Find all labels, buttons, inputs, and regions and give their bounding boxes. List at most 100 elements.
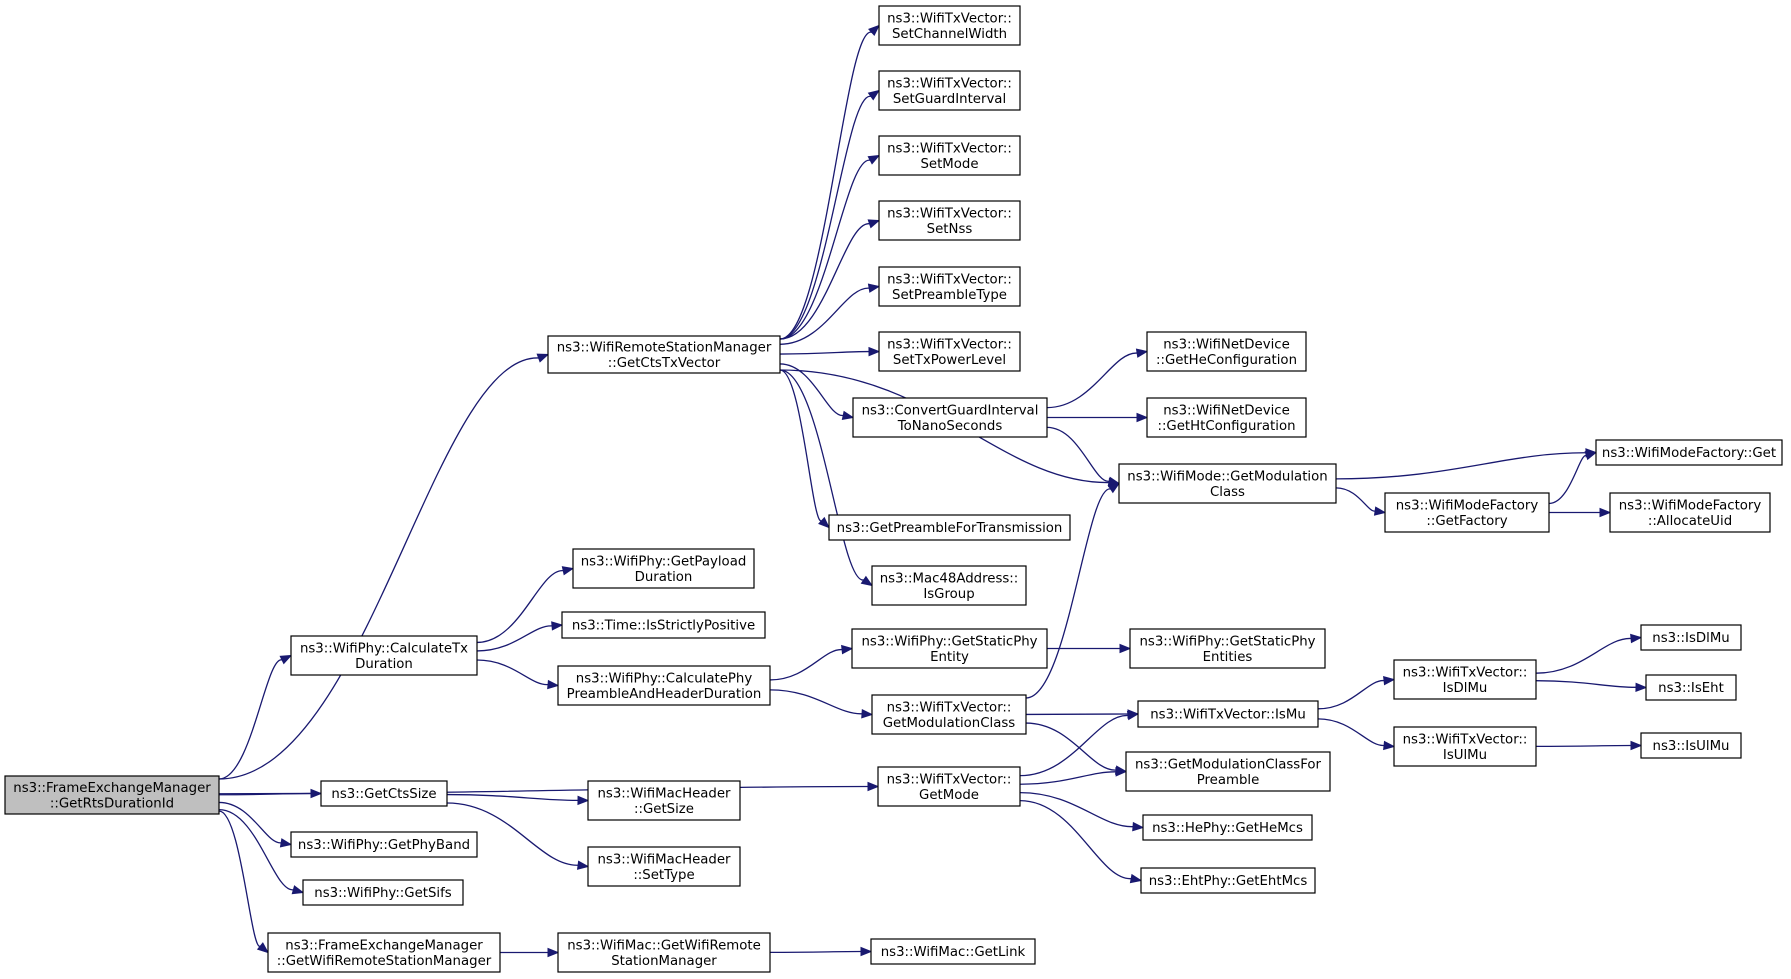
node-label: ns3::GetModulationClassFor xyxy=(1135,757,1322,772)
arrowhead xyxy=(1383,675,1396,686)
node-wifimodefactory-get[interactable]: ns3::WifiModeFactory::Get xyxy=(1595,439,1783,466)
edge-line xyxy=(769,950,862,953)
node-getehtmcs[interactable]: ns3::EhtPhy::GetEhtMcs xyxy=(1140,867,1316,894)
node-box xyxy=(871,694,1027,735)
node-box xyxy=(1146,331,1307,372)
edge-line xyxy=(1548,454,1588,505)
node-box xyxy=(4,775,220,815)
node-ismu[interactable]: ns3::WifiTxVector::IsMu xyxy=(1137,700,1319,728)
node-txvector-getmodulationclass[interactable]: ns3::WifiTxVector::GetModulationClass xyxy=(871,694,1027,735)
node-box xyxy=(1146,397,1307,438)
node-getphyband[interactable]: ns3::WifiPhy::GetPhyBand xyxy=(290,831,478,858)
node-calculatephypreamble[interactable]: ns3::WifiPhy::CalculatePhyPreambleAndHea… xyxy=(557,665,771,706)
node-getctssize[interactable]: ns3::GetCtsSize xyxy=(320,780,448,807)
node-getctstxvector[interactable]: ns3::WifiRemoteStationManager::GetCtsTxV… xyxy=(547,335,781,374)
node-label: SetChannelWidth xyxy=(892,27,1007,42)
node-getsifs[interactable]: ns3::WifiPhy::GetSifs xyxy=(302,879,464,906)
arrowhead xyxy=(1373,506,1387,516)
node-label: ns3::WifiTxVector:: xyxy=(1403,732,1528,747)
node-getpreamblefortransmission[interactable]: ns3::GetPreambleForTransmission xyxy=(828,514,1071,541)
node-box xyxy=(1140,867,1316,894)
node-label: ns3::WifiModeFactory xyxy=(1396,498,1539,513)
node-isdlmu[interactable]: ns3::IsDlMu xyxy=(1640,624,1742,651)
arrowhead xyxy=(868,346,881,357)
node-iseht[interactable]: ns3::IsEht xyxy=(1645,674,1737,701)
node-box xyxy=(557,932,771,973)
node-box xyxy=(1118,463,1337,504)
node-box xyxy=(851,628,1048,669)
node-setmode[interactable]: ns3::WifiTxVector::SetMode xyxy=(878,135,1021,176)
edge-n8-n9 xyxy=(1046,348,1149,409)
node-label: ns3::EhtPhy::GetEhtMcs xyxy=(1149,874,1308,889)
edge-n0-n36 xyxy=(218,808,305,895)
node-gethemcs[interactable]: ns3::HePhy::GetHeMcs xyxy=(1142,814,1313,841)
node-label: ns3::FrameExchangeManager xyxy=(13,781,211,796)
node-txvector-isdlmu[interactable]: ns3::WifiTxVector::IsDlMu xyxy=(1393,659,1537,700)
node-setchannelwidth[interactable]: ns3::WifiTxVector::SetChannelWidth xyxy=(878,5,1021,46)
node-txvector-isulmu[interactable]: ns3::WifiTxVector::IsUlMu xyxy=(1393,726,1537,767)
node-macheader-getsize[interactable]: ns3::WifiMacHeader::GetSize xyxy=(587,780,741,821)
arrowhead xyxy=(547,947,560,958)
edge-n21-n22 xyxy=(1047,643,1132,654)
node-getlink[interactable]: ns3::WifiMac::GetLink xyxy=(870,938,1036,965)
edge-n1-n8 xyxy=(779,363,855,420)
edge-n8-n10 xyxy=(1046,412,1149,423)
node-box xyxy=(1137,700,1319,728)
node-label: ns3::WifiMac::GetLink xyxy=(881,945,1026,960)
node-label: ns3::ConvertGuardInterval xyxy=(862,403,1039,418)
node-label: ::GetHeConfiguration xyxy=(1156,353,1297,368)
node-isgroup[interactable]: ns3::Mac48Address::IsGroup xyxy=(871,565,1027,606)
node-box xyxy=(561,611,766,639)
node-getheconfiguration[interactable]: ns3::WifiNetDevice::GetHeConfiguration xyxy=(1146,331,1307,372)
edge-line xyxy=(1019,799,1132,880)
node-txvector-getmode[interactable]: ns3::WifiTxVector::GetMode xyxy=(877,766,1021,807)
node-label: ns3::WifiPhy::GetSifs xyxy=(314,886,452,901)
node-label: Duration xyxy=(355,657,413,672)
arrowhead xyxy=(1599,507,1612,518)
node-setpreambletype[interactable]: ns3::WifiTxVector::SetPreambleType xyxy=(878,266,1021,307)
node-label: ns3::WifiMode::GetModulation xyxy=(1127,469,1327,484)
edge-line xyxy=(1335,487,1376,512)
node-label: ns3::WifiTxVector:: xyxy=(1403,665,1528,680)
node-setnss[interactable]: ns3::WifiTxVector::SetNss xyxy=(878,200,1021,241)
edge-line xyxy=(779,350,870,355)
node-wifimode-getmodulationclass[interactable]: ns3::WifiMode::GetModulationClass xyxy=(1118,463,1337,504)
node-isstrictlypositive[interactable]: ns3::Time::IsStrictlyPositive xyxy=(561,611,766,639)
node-allocateuid[interactable]: ns3::WifiModeFactory::AllocateUid xyxy=(1609,492,1771,533)
node-label: ns3::WifiMac::GetWifiRemote xyxy=(567,938,761,953)
edge-n31-n24 xyxy=(1019,710,1140,777)
node-settxpowerlevel[interactable]: ns3::WifiTxVector::SetTxPowerLevel xyxy=(878,331,1021,372)
node-label: ns3::IsEht xyxy=(1658,681,1724,696)
edge-n8-n11 xyxy=(1046,426,1121,486)
node-box xyxy=(1393,659,1537,700)
node-setguardinterval[interactable]: ns3::WifiTxVector::SetGuardInterval xyxy=(878,70,1021,111)
arrowhead xyxy=(867,219,881,229)
node-isulmu[interactable]: ns3::IsUlMu xyxy=(1640,732,1742,759)
edge-line xyxy=(446,793,579,802)
node-label: ns3::FrameExchangeManager xyxy=(285,938,483,953)
node-getwifiremotestationmanager-mac[interactable]: ns3::WifiMac::GetWifiRemoteStationManage… xyxy=(557,932,771,973)
edge-n23-n30 xyxy=(1025,722,1128,775)
node-label: SetNss xyxy=(927,222,973,237)
edge-line xyxy=(218,659,283,780)
node-getfactory[interactable]: ns3::WifiModeFactory::GetFactory xyxy=(1384,492,1550,533)
node-gethtconfiguration[interactable]: ns3::WifiNetDevice::GetHtConfiguration xyxy=(1146,397,1307,438)
root-node[interactable]: ns3::FrameExchangeManager::GetRtsDuratio… xyxy=(4,775,220,815)
edges-layer xyxy=(218,24,1648,958)
edge-n1-n6 xyxy=(779,283,881,345)
node-macheader-settype[interactable]: ns3::WifiMacHeader::SetType xyxy=(587,846,741,887)
node-box xyxy=(878,70,1021,111)
node-box xyxy=(871,565,1027,606)
edge-line xyxy=(779,159,871,340)
node-box xyxy=(290,831,478,858)
edge-line xyxy=(779,223,870,340)
edge-n17-n18 xyxy=(476,566,575,644)
node-getwifiremotestationmanager-fem[interactable]: ns3::FrameExchangeManager::GetWifiRemote… xyxy=(267,932,501,973)
arrowhead xyxy=(1630,633,1643,644)
